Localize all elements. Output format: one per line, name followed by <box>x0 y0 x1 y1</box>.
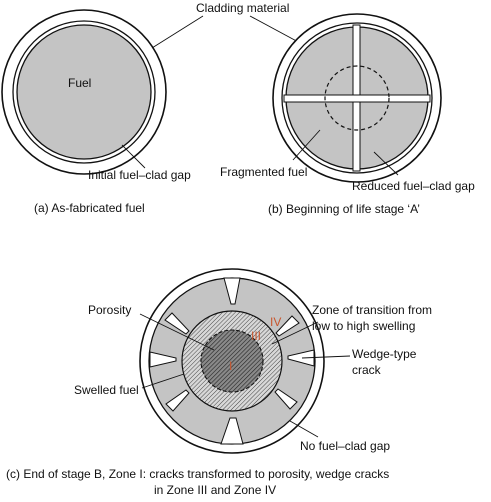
caption-a: (a) As-fabricated fuel <box>34 201 145 215</box>
reduced-gap-label: Reduced fuel–clad gap <box>352 179 475 193</box>
horizontal-fragment-crack <box>283 94 431 103</box>
wedge-crack-label-line2: crack <box>352 363 382 377</box>
porosity-label: Porosity <box>88 303 131 317</box>
porous-zone <box>200 329 264 393</box>
fuel-pellet-a <box>16 24 152 160</box>
fragmented-fuel-label: Fragmented fuel <box>220 165 307 179</box>
central-dashed-region <box>324 65 390 131</box>
wedge-crack-lower-left <box>165 389 190 412</box>
panel-a-as-fabricated: Fuel Initial fuel–clad gap (a) As-fabric… <box>1 9 191 215</box>
panel-b-beginning-of-life: Fragmented fuel Reduced fuel–clad gap (b… <box>220 13 475 216</box>
initial-gap-label: Initial fuel–clad gap <box>88 168 191 182</box>
wedge-crack-left <box>149 351 177 368</box>
cladding-leader-left <box>151 15 204 49</box>
zone-transition-leader <box>271 321 319 345</box>
cladding-material-label: Cladding material <box>196 1 289 15</box>
wedge-crack-right <box>287 349 315 367</box>
fragmented-fuel-leader <box>292 129 321 161</box>
fuel-label: Fuel <box>68 76 91 90</box>
initial-gap-leader <box>121 144 146 169</box>
wedge-crack-top <box>223 277 241 305</box>
wedge-crack-leader <box>301 355 351 359</box>
zone-transition-label-line1: Zone of transition from <box>312 303 432 317</box>
swelled-fuel-label: Swelled fuel <box>74 383 139 397</box>
caption-c-line2: in Zone III and Zone IV <box>154 483 276 497</box>
wedge-crack-bottom <box>220 417 244 445</box>
caption-b: (b) Beginning of life stage ‘A’ <box>268 202 420 216</box>
zone-transition-label-line2: low to high swelling <box>312 319 415 333</box>
zone-iii-label: III <box>251 329 261 343</box>
cladding-leader-right <box>249 15 303 45</box>
porosity-leader <box>139 313 215 351</box>
zone-iv-label: IV <box>270 315 281 329</box>
wedge-crack-label-line1: Wedge-type <box>352 347 417 361</box>
no-gap-label: No fuel–clad gap <box>300 439 390 453</box>
no-gap-leader <box>289 420 319 438</box>
wedge-crack-upper-right <box>275 315 300 337</box>
cladding-material-annotation: Cladding material <box>151 1 303 49</box>
swelled-fuel-leader <box>141 373 185 389</box>
caption-c-line1: (c) End of stage B, Zone I: cracks trans… <box>6 467 389 481</box>
wedge-crack-upper-left <box>164 312 190 335</box>
zone-i-label: I <box>229 359 232 373</box>
panel-c-end-of-stage-b: IV III I Porosity Zone of transition fro… <box>6 268 432 497</box>
wedge-crack-lower-right <box>274 388 298 410</box>
reduced-gap-leader <box>373 151 399 176</box>
